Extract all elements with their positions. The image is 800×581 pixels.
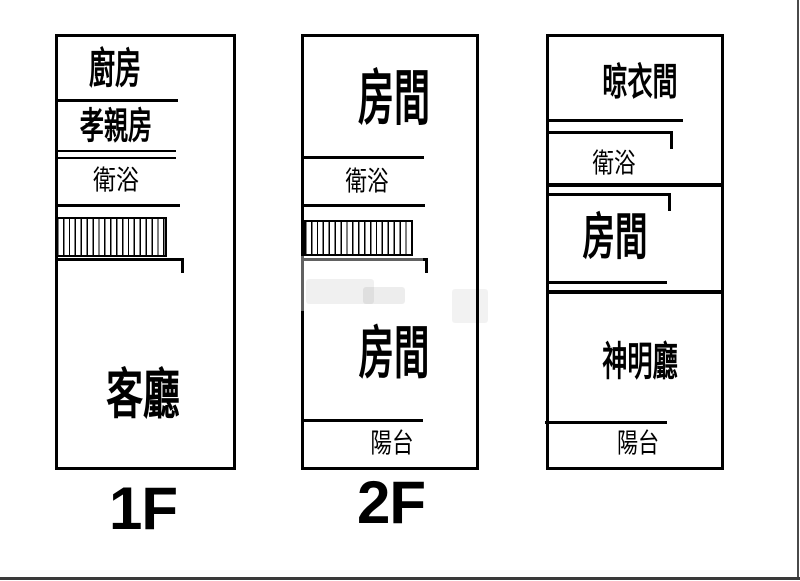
- room-label-room-lower-2f: 房間: [358, 319, 430, 387]
- floor-label-2f: 2F: [356, 469, 426, 536]
- room-label-living-room: 客廳: [106, 362, 180, 426]
- room-label-parents-room: 孝親房: [79, 103, 153, 148]
- room-label-bathroom-1f: 衛浴: [93, 165, 139, 197]
- room-label-room-3f: 房間: [582, 207, 648, 266]
- wall-3f-laundry-divider: [546, 119, 683, 122]
- stair-landing-wall-1f: [58, 258, 184, 273]
- room-label-balcony-2f: 陽台: [370, 428, 414, 460]
- room-label-laundry-room: 晾衣間: [602, 59, 678, 104]
- floor-3f-outline: [546, 34, 724, 470]
- room-label-room-upper-2f: 房間: [358, 64, 430, 134]
- wall-2f-balcony-divider: [301, 419, 423, 422]
- room-label-balcony-3f: 陽台: [616, 428, 660, 460]
- room-label-kitchen: 廚房: [88, 44, 142, 93]
- wall-3f-room-shrine-divider: [546, 290, 724, 294]
- stair-landing-wall-2f: [301, 258, 428, 273]
- door-wall-3f-bathroom: [546, 131, 673, 149]
- room-label-shrine-hall: 神明廳: [602, 338, 678, 385]
- door-wall-3f-room: [546, 193, 671, 211]
- image-bottom-border: [0, 577, 800, 580]
- wall-2f-bathroom-divider: [301, 204, 425, 207]
- wall-3f-balcony-divider: [545, 421, 667, 424]
- wall-1f-kitchen-divider: [55, 99, 178, 102]
- stairs-1f: [55, 217, 167, 257]
- wall-1f-parents-room-divider: [55, 150, 176, 159]
- image-right-border: [797, 0, 799, 578]
- wall-1f-bathroom-divider: [55, 204, 180, 207]
- wall-3f-room-inner-divider: [547, 281, 667, 284]
- stairs-2f: [303, 220, 413, 256]
- wall-3f-bathroom-room-divider: [546, 183, 724, 187]
- room-label-bathroom-3f: 衛浴: [592, 148, 636, 180]
- floor-label-1f: 1F: [108, 475, 178, 542]
- room-label-bathroom-2f: 衛浴: [345, 166, 389, 198]
- wall-2f-room-upper-divider: [301, 156, 424, 159]
